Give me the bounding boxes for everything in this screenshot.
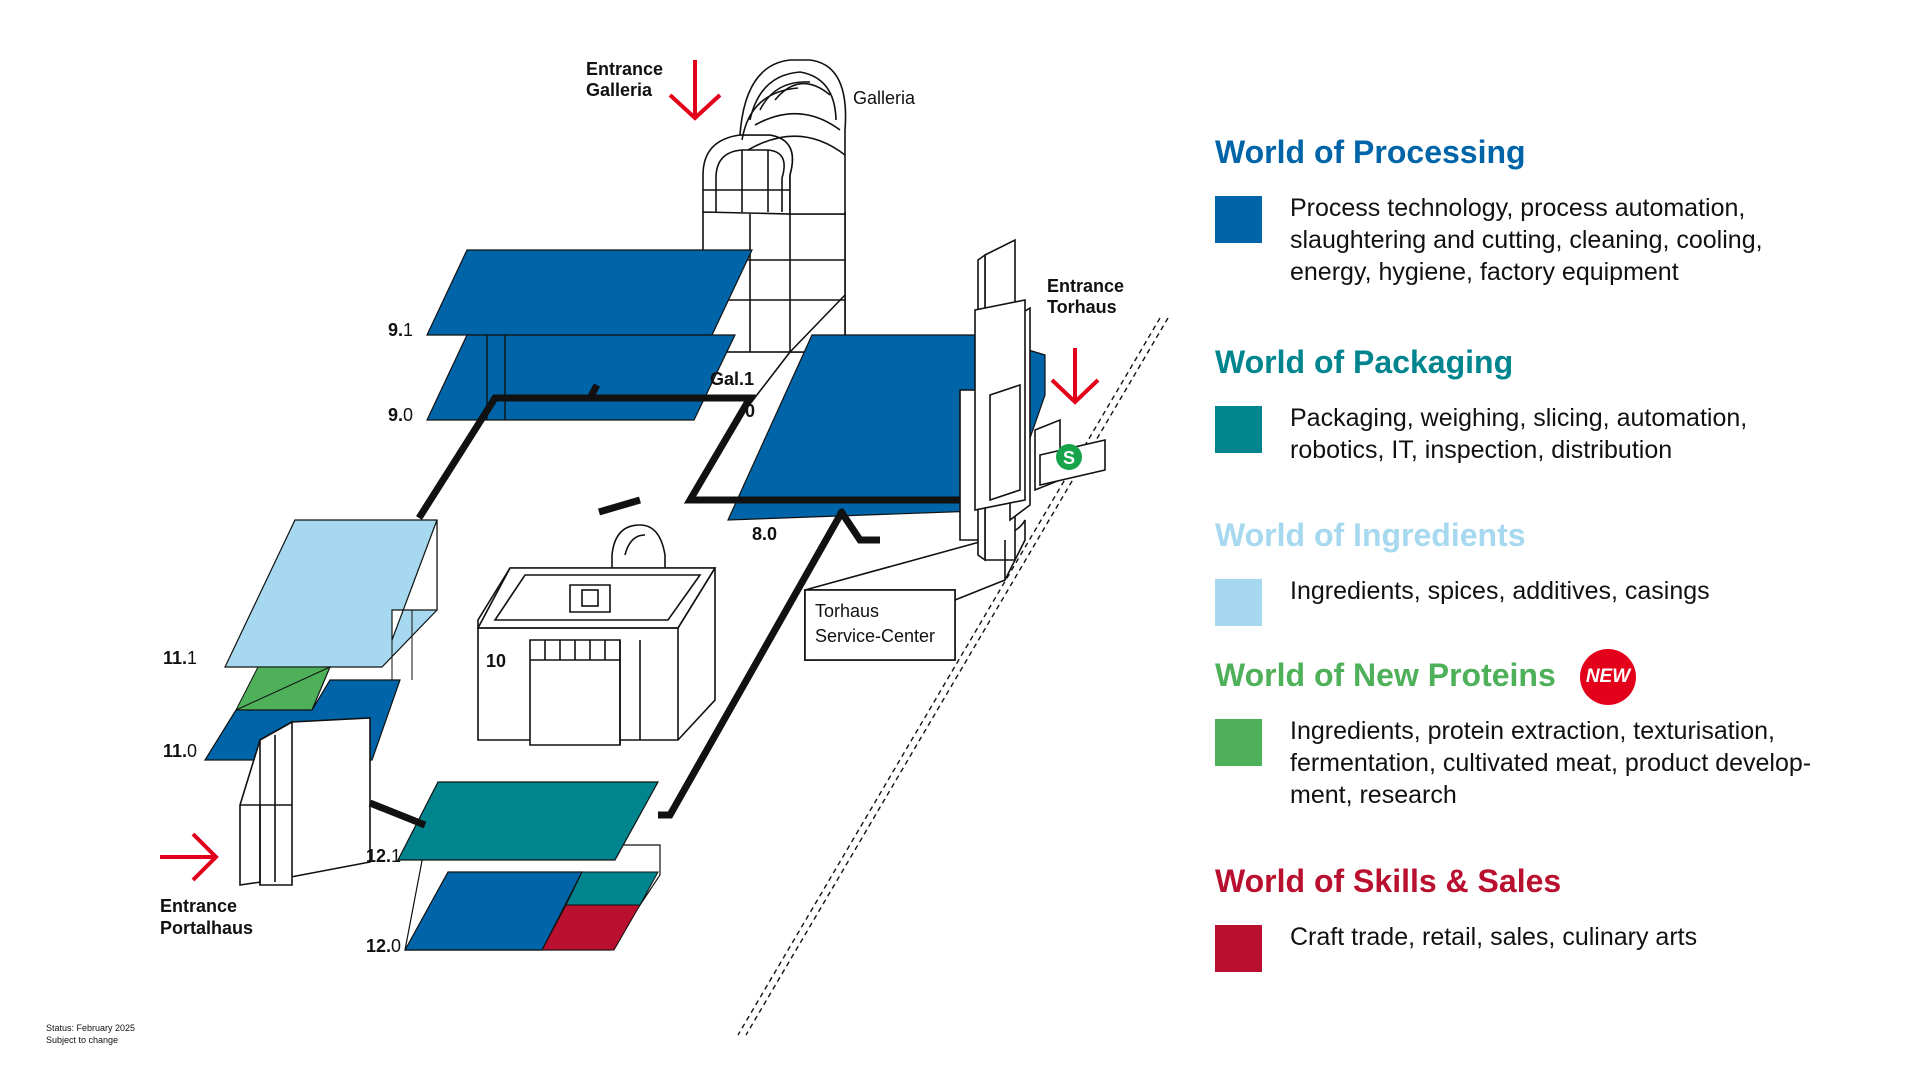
legend-text-processing: Process technology, process automation, … xyxy=(1290,194,1763,286)
status-note: Status: February 2025 Subject to change xyxy=(46,1022,135,1046)
torhaus-service-label-2: Service-Center xyxy=(815,626,935,646)
legend-swatch-ingredients xyxy=(1215,579,1262,626)
hall-label-0: 0 xyxy=(745,401,755,421)
hall-label-9-1: 9.1 xyxy=(388,320,413,340)
portalhaus-building[interactable] xyxy=(239,717,371,886)
legend-swatch-new-proteins xyxy=(1215,719,1262,766)
entrance-torhaus-label-2: Torhaus xyxy=(1047,297,1117,317)
entrance-torhaus-arrow xyxy=(1050,348,1100,405)
entrance-portalhaus-label-2: Portalhaus xyxy=(160,918,253,938)
s-bahn-station[interactable]: S xyxy=(1056,444,1082,470)
status-date: Status: February 2025 xyxy=(46,1023,136,1033)
legend: World of Processing Process technology, … xyxy=(1215,132,1855,972)
entrance-portalhaus-arrow xyxy=(160,832,219,882)
hall-label-8-0: 8.0 xyxy=(752,524,777,544)
railway-tracks xyxy=(737,317,1169,1036)
legend-swatch-processing xyxy=(1215,196,1262,243)
legend-world-of-new-proteins: World of New Proteins NEW Ingredients, p… xyxy=(1215,649,1855,861)
legend-world-of-ingredients: World of Ingredients Ingredients, spices… xyxy=(1215,515,1855,655)
status-disclaimer: Subject to change xyxy=(46,1035,119,1045)
entrance-galleria-arrow xyxy=(668,60,722,121)
entrance-galleria-label-2: Galleria xyxy=(586,80,653,100)
hall-9-0-floor[interactable] xyxy=(426,334,736,421)
legend-text-packaging: Packaging, weighing, slicing, automation… xyxy=(1290,404,1748,464)
legend-title-packaging: World of Packaging xyxy=(1215,344,1514,380)
entrance-galleria-label-1: Entrance xyxy=(586,59,663,79)
torhaus-service-center[interactable]: Torhaus Service-Center xyxy=(804,589,956,661)
galleria-label: Galleria xyxy=(853,88,916,108)
hall-12[interactable] xyxy=(397,781,661,951)
legend-title-ingredients: World of Ingredients xyxy=(1215,517,1526,553)
legend-world-of-packaging: World of Packaging Packaging, weighing, … xyxy=(1215,342,1855,515)
hall-label-11-1: 11.1 xyxy=(163,648,197,668)
hall-10-building[interactable] xyxy=(476,524,717,746)
hall-12-1-floor[interactable] xyxy=(397,781,660,861)
legend-swatch-packaging xyxy=(1215,406,1262,453)
legend-world-of-processing: World of Processing Process technology, … xyxy=(1215,132,1855,342)
hall-12-0-skills-zone[interactable] xyxy=(541,904,641,951)
legend-world-of-skills-sales: World of Skills & Sales Craft trade, ret… xyxy=(1215,861,1855,972)
hall-11-1-floor[interactable] xyxy=(224,519,438,668)
hall-label-9-0: 9.0 xyxy=(388,405,413,425)
new-badge: NEW xyxy=(1580,649,1636,705)
legend-text-skills-sales: Craft trade, retail, sales, culinary art… xyxy=(1290,923,1698,951)
legend-text-ingredients: Ingredients, spices, additives, casings xyxy=(1290,577,1710,605)
hall-label-10: 10 xyxy=(486,651,506,671)
s-bahn-icon-letter: S xyxy=(1063,448,1075,468)
legend-title-skills-sales: World of Skills & Sales xyxy=(1215,863,1562,899)
hall-9-1-floor[interactable] xyxy=(426,249,753,336)
hall-12-0-packaging-zone[interactable] xyxy=(565,871,659,906)
walkways xyxy=(368,383,960,829)
hall-label-12-1: 12.1 xyxy=(366,846,401,866)
legend-swatch-skills-sales xyxy=(1215,925,1262,972)
s-bahn-icon xyxy=(1056,444,1082,470)
legend-title-processing: World of Processing xyxy=(1215,134,1526,170)
hall-label-gal-1: Gal.1 xyxy=(710,369,754,389)
legend-text-new-proteins: Ingredients, protein extraction, texturi… xyxy=(1290,717,1812,809)
hall-label-11-0: 11.0 xyxy=(163,741,197,761)
torhaus-service-label-1: Torhaus xyxy=(815,601,879,621)
entrance-torhaus-label-1: Entrance xyxy=(1047,276,1124,296)
legend-title-new-proteins: World of New Proteins xyxy=(1215,657,1556,693)
hall-label-12-0: 12.0 xyxy=(366,936,401,956)
entrance-portalhaus-label-1: Entrance xyxy=(160,896,237,916)
